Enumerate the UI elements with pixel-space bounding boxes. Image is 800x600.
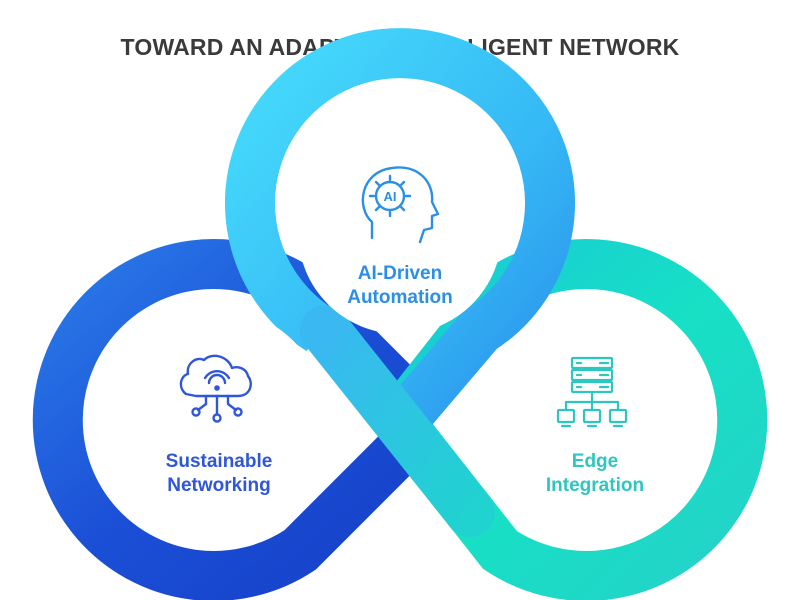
left-ring [32,239,430,600]
crossing-strand [300,305,495,537]
right-ring [392,239,768,600]
ai-icon-text: AI [384,189,397,204]
node-label-line2: Integration [545,475,645,496]
node-label-line2: Automation [347,287,453,308]
top-ring [225,28,575,427]
node-label-line1: Sustainable [165,451,273,472]
server-network-icon [556,356,628,428]
node-label-line1: AI-Driven [357,263,443,284]
node-label-ai-driven-automation: AI-Driven Automation [300,262,500,310]
top-disc [298,130,502,334]
right-disc [478,308,702,532]
ai-head-icon: AI [361,166,440,244]
node-label-line2: Networking [167,475,271,496]
node-label-edge-integration: Edge Integration [495,450,695,498]
cloud-wifi-icon [179,354,252,423]
node-label-sustainable-networking: Sustainable Networking [119,450,319,498]
node-label-line1: Edge [571,451,619,472]
